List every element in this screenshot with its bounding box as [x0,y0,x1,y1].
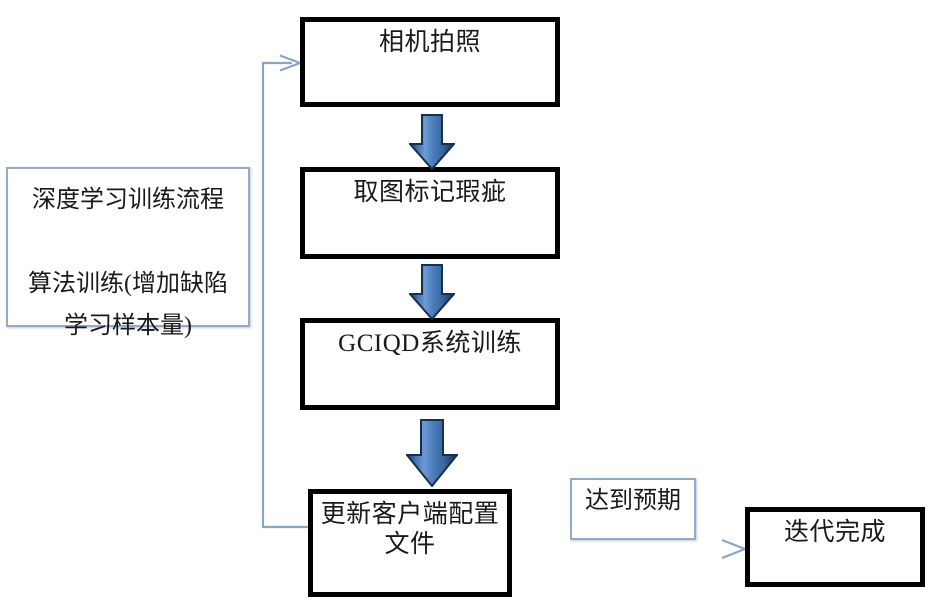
node-mark-label: 取图标记瑕疵 [353,179,507,206]
node-expected-label: 达到预期 [585,488,681,514]
arrow-mark-to-train-icon [409,264,455,320]
update-to-done-connector [512,538,749,560]
side-note-box: 深度学习训练流程算法训练(增加缺陷 学习样本量) [6,167,250,339]
side-note-text: 深度学习训练流程算法训练(增加缺陷 学习样本量) [28,169,228,347]
node-mark[interactable]: 取图标记瑕疵 [300,167,560,259]
side-note-line2: 算法训练(增加缺陷 学习样本量) [28,271,228,339]
arrow-capture-to-mark-icon [409,114,455,170]
arrow-train-to-update-icon [406,419,458,487]
side-note-line1: 深度学习训练流程 [32,187,224,213]
node-train[interactable]: GCIQD系统训练 [300,318,560,410]
feedback-loop-connector [261,54,308,529]
node-update[interactable]: 更新客户端配置 文件 [308,489,512,597]
node-done[interactable]: 迭代完成 [745,507,925,587]
node-done-label: 迭代完成 [783,519,886,546]
node-train-label: GCIQD系统训练 [338,330,522,357]
node-update-label: 更新客户端配置 文件 [320,501,500,558]
node-capture[interactable]: 相机拍照 [300,17,560,107]
node-capture-label: 相机拍照 [378,29,481,56]
node-expected[interactable]: 达到预期 [570,478,696,540]
